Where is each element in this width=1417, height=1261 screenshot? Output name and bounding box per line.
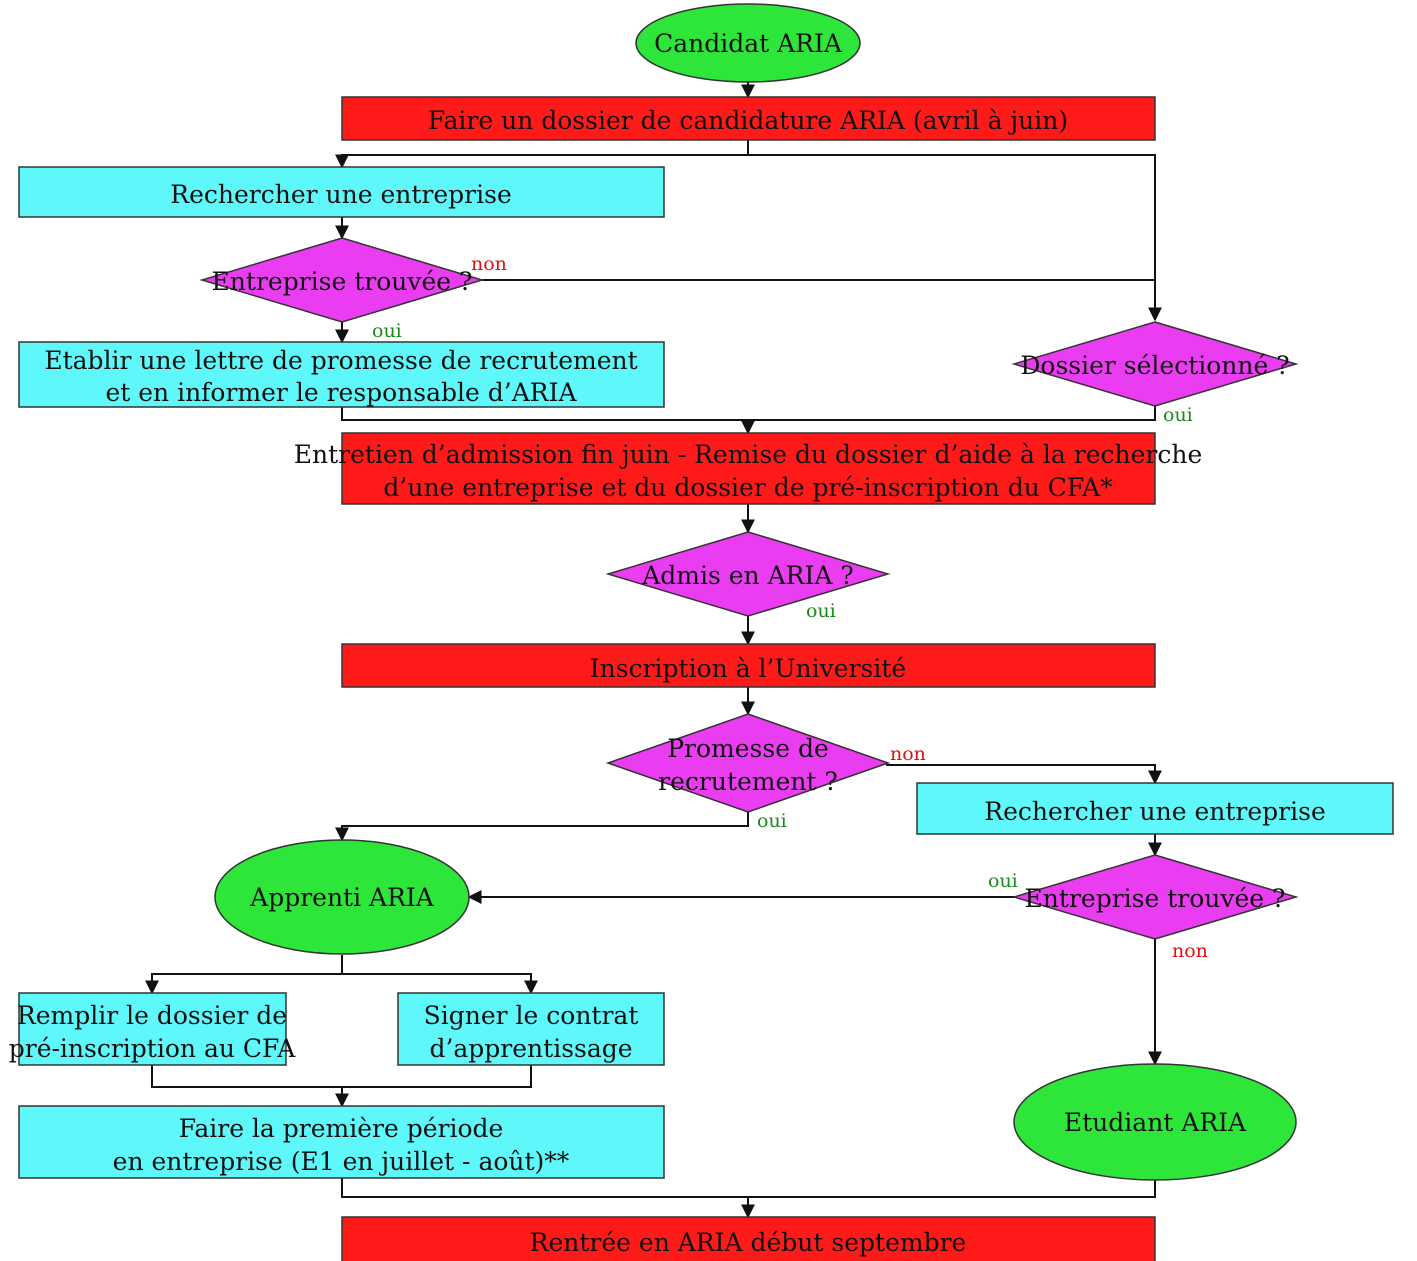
start-oval-candidat: Candidat ARIA <box>635 3 861 83</box>
oval-shape <box>1013 1063 1297 1181</box>
branch-label-oui: oui <box>372 320 402 342</box>
process-premiere-periode: Faire la première période en entreprise … <box>18 1105 665 1179</box>
process-label-line-2: d’apprentissage <box>429 1034 632 1063</box>
process-box <box>18 992 287 1066</box>
decision-label-line-2: recrutement ? <box>658 767 838 796</box>
process-label: Faire un dossier de candidature ARIA (av… <box>428 106 1068 135</box>
process-entretien-admission: Entretien d’admission fin juin - Remise … <box>294 432 1202 505</box>
oval-label: Etudiant ARIA <box>1064 1108 1247 1137</box>
decision-admis: Admis en ARIA ? <box>605 531 891 617</box>
connectors <box>145 82 1162 1219</box>
decision-label-line-1: Promesse de <box>667 734 829 763</box>
process-label-line-2: pré-inscription au CFA <box>9 1034 296 1063</box>
branch-label-non: non <box>1172 940 1208 962</box>
process-box <box>341 432 1156 505</box>
process-lettre-promesse: Etablir une lettre de promesse de recrut… <box>18 341 665 408</box>
decision-label: Dossier sélectionné ? <box>1020 351 1289 380</box>
process-label-line-1: Etablir une lettre de promesse de recrut… <box>44 346 637 375</box>
process-dossier-candidature: Faire un dossier de candidature ARIA (av… <box>341 96 1156 141</box>
process-label-line-1: Signer le contrat <box>424 1001 639 1030</box>
decision-diamond <box>199 237 485 323</box>
terminal-oval-etudiant: Etudiant ARIA <box>1013 1063 1297 1181</box>
decision-diamond <box>1011 321 1299 407</box>
process-box <box>916 782 1394 835</box>
process-label: Rentrée en ARIA début septembre <box>530 1228 967 1257</box>
process-remplir-dossier-cfa: Remplir le dossier de pré-inscription au… <box>9 992 296 1066</box>
oval-shape <box>214 839 470 955</box>
branch-label-oui: oui <box>806 600 836 622</box>
decision-entreprise-trouvee-2: Entreprise trouvée ? <box>1011 854 1299 940</box>
branch-label-oui: oui <box>988 870 1018 892</box>
oval-label: Candidat ARIA <box>654 29 843 58</box>
branch-label-non: non <box>471 253 507 275</box>
terminal-oval-apprenti: Apprenti ARIA <box>214 839 470 955</box>
process-box <box>18 166 665 218</box>
decision-diamond <box>605 531 891 617</box>
decision-diamond <box>1011 854 1299 940</box>
process-rentree-septembre: Rentrée en ARIA début septembre <box>341 1216 1156 1261</box>
process-rechercher-entreprise-1: Rechercher une entreprise <box>18 166 665 218</box>
process-label-line-1: Entretien d’admission fin juin - Remise … <box>294 440 1202 469</box>
branch-label-oui: oui <box>757 810 787 832</box>
process-box <box>341 96 1156 141</box>
process-box <box>18 1105 665 1179</box>
process-label-line-1: Faire la première période <box>179 1114 504 1143</box>
process-label-line-2: et en informer le responsable d’ARIA <box>105 378 577 407</box>
branch-label-oui: oui <box>1163 404 1193 426</box>
process-label-line-2: d’une entreprise et du dossier de pré-in… <box>383 473 1113 502</box>
decision-diamond <box>605 713 891 813</box>
process-label-line-1: Remplir le dossier de <box>17 1001 287 1030</box>
decision-label: Admis en ARIA ? <box>641 561 854 590</box>
process-box <box>18 341 665 408</box>
decision-promesse-recrutement: Promesse de recrutement ? <box>605 713 891 813</box>
process-label: Rechercher une entreprise <box>170 180 511 209</box>
process-rechercher-entreprise-2: Rechercher une entreprise <box>916 782 1394 835</box>
process-inscription-universite: Inscription à l’Université <box>341 643 1156 688</box>
oval-label: Apprenti ARIA <box>249 883 435 912</box>
process-label: Inscription à l’Université <box>590 654 906 683</box>
decision-label: Entreprise trouvée ? <box>1025 884 1286 913</box>
branch-labels: non oui oui oui non oui oui non <box>372 253 1208 962</box>
decision-dossier-selectionne: Dossier sélectionné ? <box>1011 321 1299 407</box>
branch-label-non: non <box>890 743 926 765</box>
process-signer-contrat: Signer le contrat d’apprentissage <box>397 992 665 1066</box>
process-box <box>341 1216 1156 1261</box>
decision-entreprise-trouvee-1: Entreprise trouvée ? <box>199 237 485 323</box>
decision-label: Entreprise trouvée ? <box>212 267 473 296</box>
process-box <box>397 992 665 1066</box>
process-box <box>341 643 1156 688</box>
oval-shape <box>635 3 861 83</box>
process-label: Rechercher une entreprise <box>984 797 1325 826</box>
process-label-line-2: en entreprise (E1 en juillet - août)** <box>113 1147 570 1176</box>
